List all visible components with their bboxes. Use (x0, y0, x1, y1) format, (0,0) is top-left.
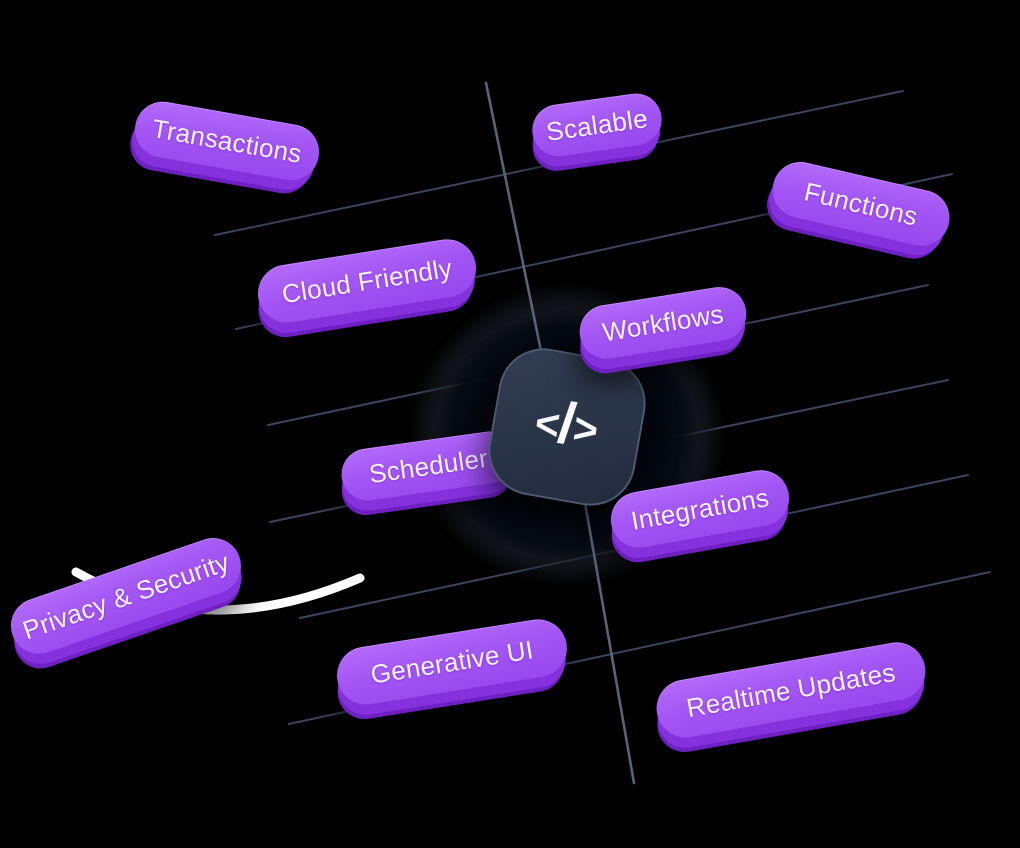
badge-label: Workflows (600, 298, 726, 347)
badge-label: Integrations (628, 481, 772, 536)
badge-scalable: Scalable (529, 90, 665, 160)
badge-label: Realtime Updates (684, 656, 898, 723)
badge-functions: Functions (767, 156, 955, 252)
badge-label: Scalable (544, 102, 650, 147)
badge-generative-ui: Generative UI (332, 615, 572, 709)
badge-privacy-security: Privacy & Security (3, 530, 249, 662)
badge-label: Scheduler (366, 442, 490, 489)
code-glyph: < / > (531, 390, 602, 463)
code-icon: < / > (481, 341, 653, 513)
badge-realtime-updates: Realtime Updates (652, 637, 930, 743)
right-angle-bracket: > (570, 404, 602, 455)
badge-transactions: Transactions (130, 97, 324, 185)
badge-label: Generative UI (368, 633, 536, 690)
badge-label: Privacy & Security (18, 546, 233, 645)
badge-label: Functions (801, 175, 921, 232)
badge-label: Transactions (149, 112, 305, 169)
